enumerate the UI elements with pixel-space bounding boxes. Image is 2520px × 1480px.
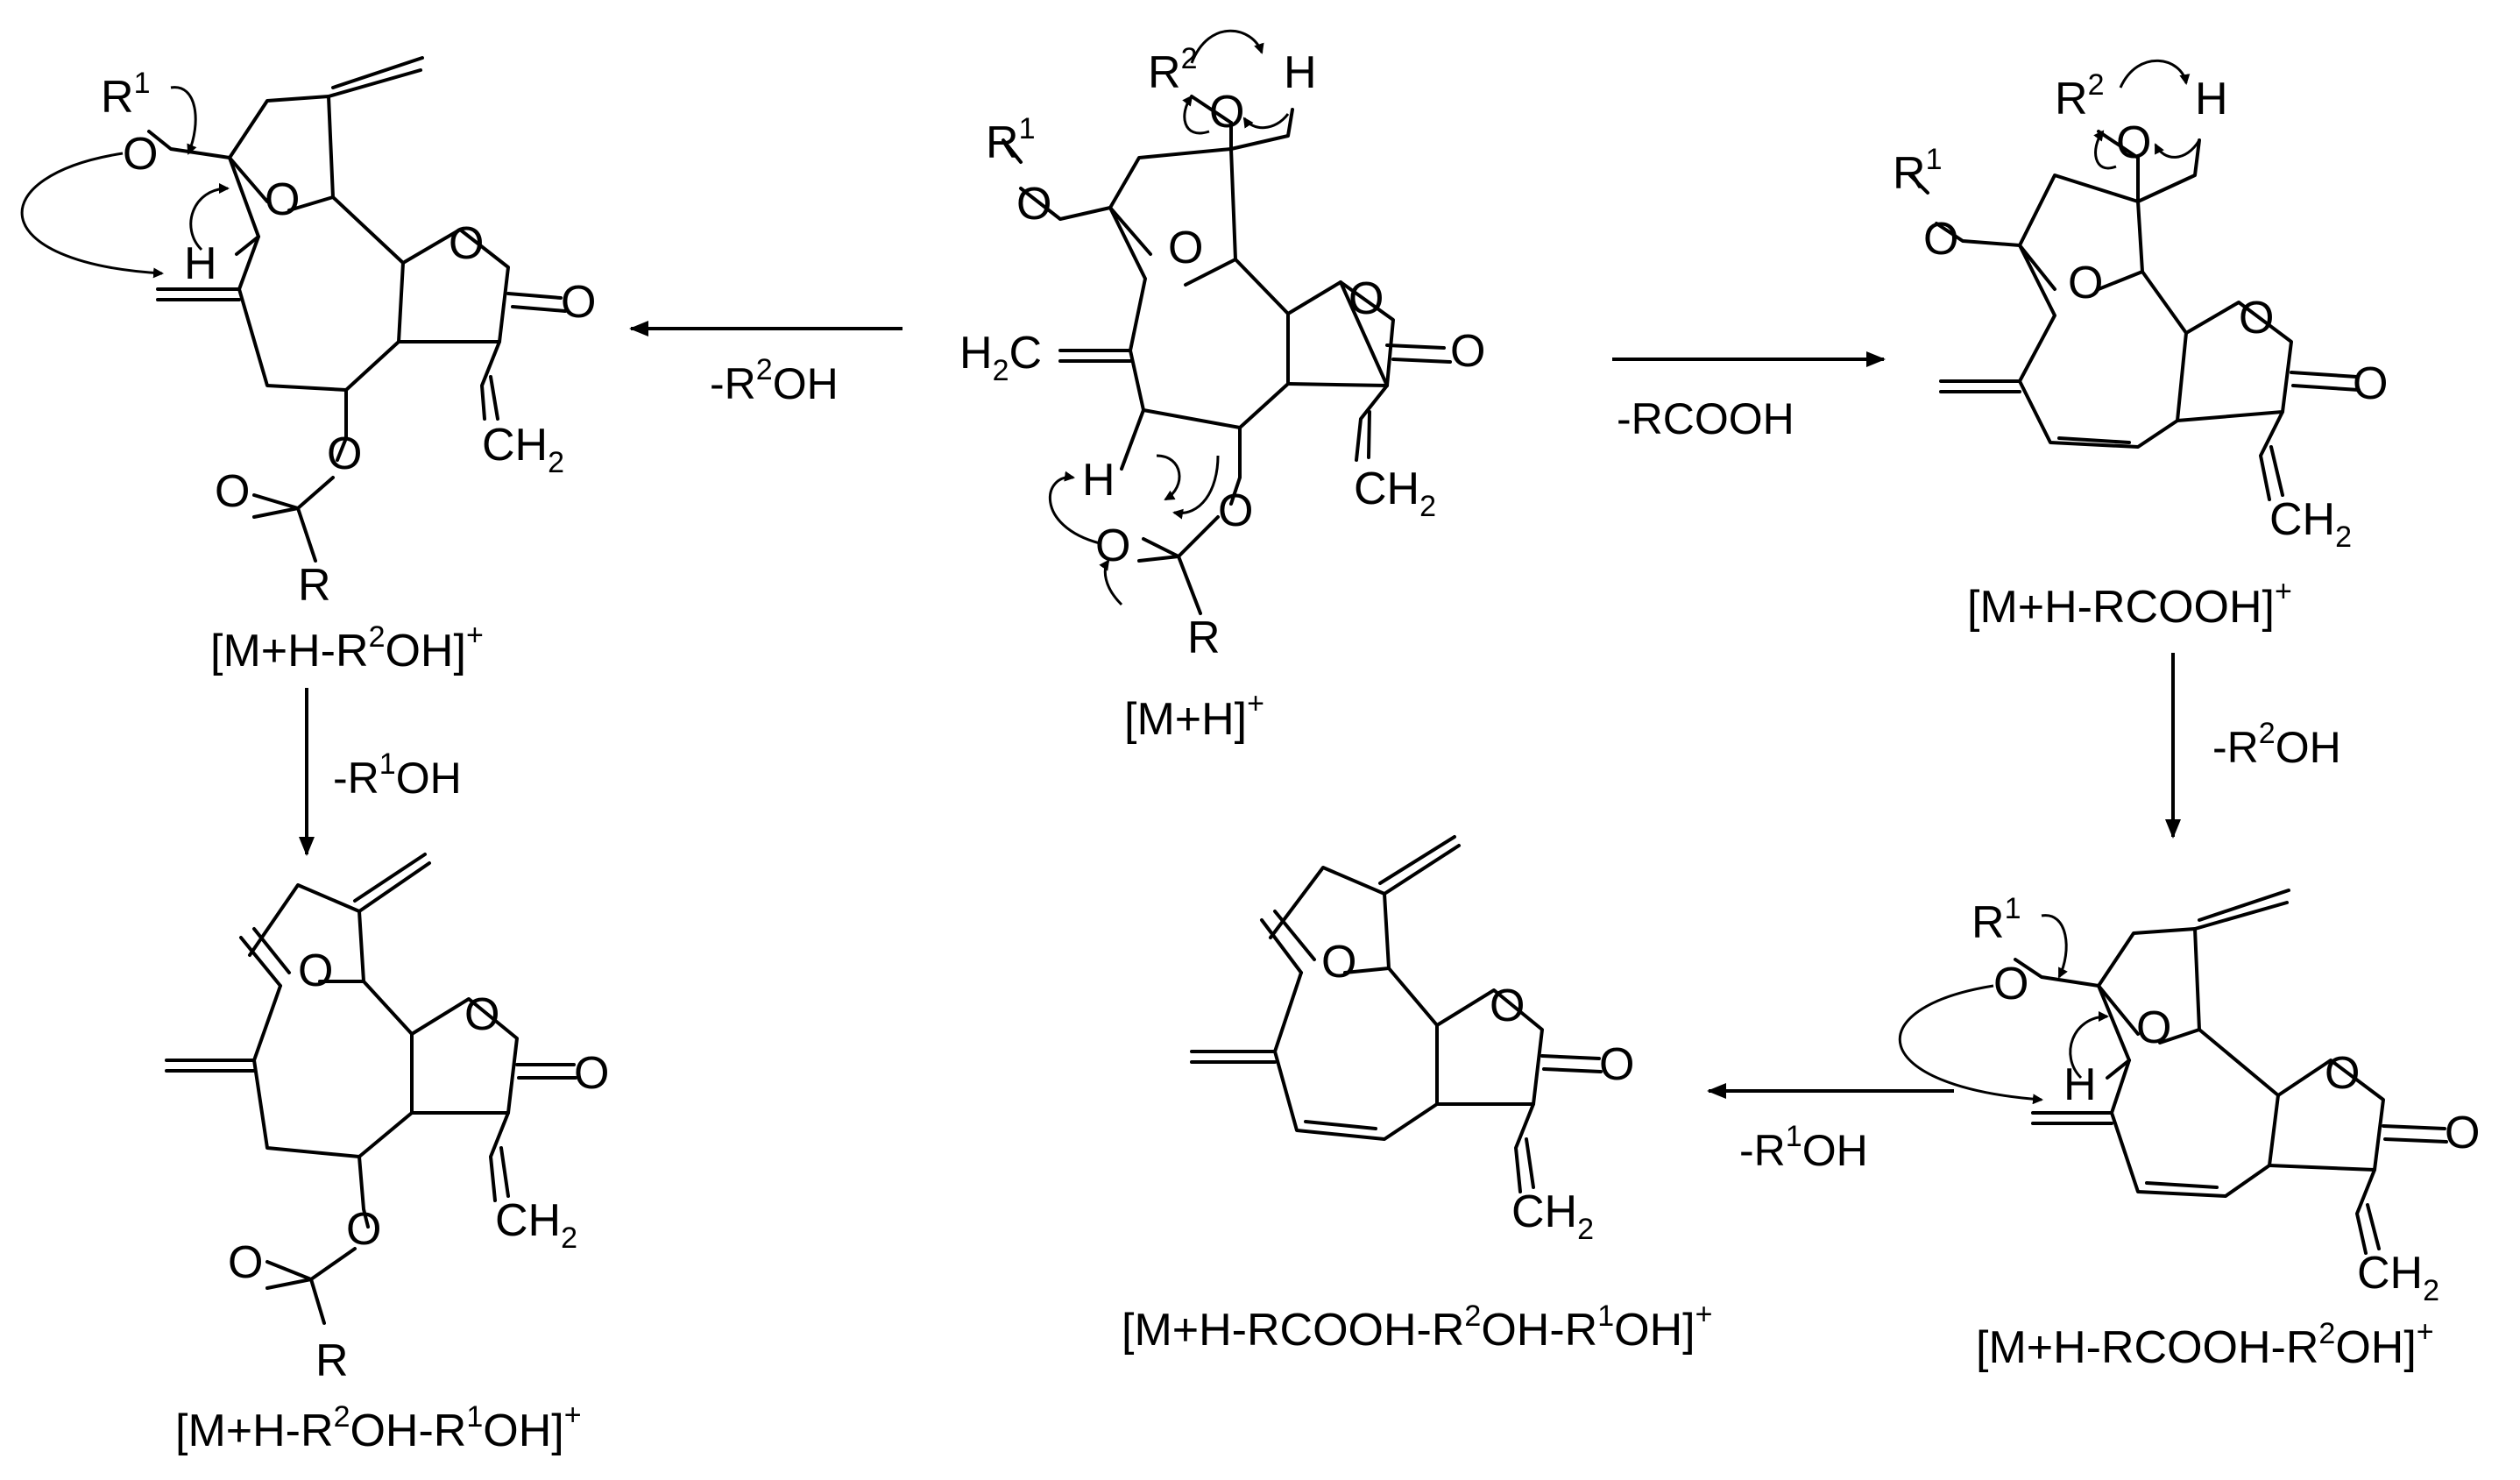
curly-arrow — [1242, 113, 1290, 130]
curly-arrow — [2041, 914, 2068, 979]
structure-m-h-r2oh-r1oh: O O O O O R CH2 [M+H-R2OH-R1OH]+ — [165, 853, 609, 1456]
atom-o-acyl: O — [1095, 520, 1130, 571]
structure-parent-ion: O O O O O R O R1 O R2 H H H2C CH2 [M+H]+ — [959, 29, 1485, 745]
atom-o-lactone-ring: O — [2325, 1048, 2360, 1099]
reaction-left-down: -R1OH — [299, 688, 462, 856]
atom-o-r1: O — [1923, 214, 1958, 265]
structure-m-h-r2oh: O O O O O R O R1 H CH2 [M+H-R2OH]+ — [20, 56, 596, 676]
label-m-h-rcooh-r2oh-r1oh: [M+H-RCOOH-R2OH-R1OH]+ — [1122, 1298, 1712, 1356]
atom-h-top: H — [2195, 74, 2228, 124]
atom-o-acyl: O — [215, 466, 250, 517]
curly-arrow — [1099, 559, 1123, 606]
atom-o-r1: O — [1016, 179, 1051, 230]
atom-r: R — [1187, 613, 1221, 663]
label-m-h-rcooh: [M+H-RCOOH]+ — [1967, 575, 2292, 633]
structure-m-h-rcooh-r2oh: O O O O R1 H CH2 [M+H-RCOOH-R2OH]+ — [1898, 889, 2480, 1373]
atom-o-carbonyl: O — [561, 277, 596, 328]
curly-arrow — [1172, 455, 1220, 520]
reaction-condition: -R1OH — [333, 747, 462, 803]
atom-o-lactone-ring: O — [1490, 981, 1525, 1031]
label-parent-ion: [M+H]+ — [1124, 687, 1264, 745]
atom-o-ester: O — [327, 428, 362, 479]
atom-o-carbonyl: O — [2353, 358, 2388, 409]
curly-arrow — [2119, 59, 2191, 89]
atom-r1: R1 — [1971, 892, 2021, 948]
atom-ch2: CH2 — [2269, 494, 2352, 554]
atom-h: H — [2063, 1059, 2097, 1110]
curly-arrow — [20, 152, 164, 279]
curly-arrow — [2093, 130, 2117, 170]
atom-o-lactone-ring: O — [2239, 293, 2274, 343]
atom-o-bridge: O — [2068, 258, 2103, 308]
atom-r1: R1 — [101, 67, 150, 123]
atom-o-bridge: O — [265, 174, 300, 225]
atom-o-r1: O — [1993, 959, 2028, 1009]
atom-o-lactone-ring: O — [449, 218, 484, 269]
label-m-h-r2oh-r1oh: [M+H-R2OH-R1OH]+ — [175, 1399, 582, 1456]
structure-m-h-rcooh-r2oh-r1oh: O O O CH2 [M+H-RCOOH-R2OH-R1OH]+ — [1122, 835, 1712, 1356]
atom-r2: R2 — [1148, 42, 1197, 98]
atom-h2c: H2C — [959, 328, 1042, 387]
atom-r: R — [315, 1335, 349, 1386]
atom-o-carbonyl: O — [1450, 326, 1485, 377]
curly-arrow — [1156, 454, 1181, 501]
curly-arrow — [1898, 984, 2043, 1105]
atom-o-acyl: O — [228, 1237, 263, 1288]
curly-arrow — [170, 86, 197, 155]
atom-o-ester: O — [346, 1204, 381, 1255]
atom-o-bridge: O — [298, 945, 333, 996]
atom-o-ester: O — [1218, 485, 1253, 536]
reaction-center-to-left: -R2OH — [629, 321, 903, 408]
curly-arrow — [2154, 139, 2201, 159]
reaction-bottom-left: -R1OH — [1707, 1083, 1954, 1175]
curly-arrow — [189, 183, 230, 251]
atom-ch2: CH2 — [1511, 1186, 1594, 1246]
reaction-center-to-right: -RCOOH — [1612, 351, 1886, 443]
atom-o-bridge: O — [1168, 223, 1203, 273]
curly-arrow — [1048, 471, 1101, 545]
reaction-condition: -R1OH — [1739, 1120, 1868, 1175]
atom-o-r2: O — [1209, 87, 1244, 138]
label-m-h-r2oh: [M+H-R2OH]+ — [210, 619, 484, 676]
curly-arrow — [1182, 95, 1210, 135]
atom-ch2: CH2 — [2357, 1248, 2439, 1307]
atom-r1: R1 — [1893, 143, 1942, 199]
atom-h: H — [184, 238, 217, 289]
atom-o-r2: O — [2116, 117, 2151, 168]
curly-arrow — [2069, 1011, 2109, 1080]
atom-o-bridge: O — [1321, 937, 1356, 988]
atom-o-bridge: O — [2136, 1002, 2171, 1053]
reaction-condition: -RCOOH — [1617, 394, 1794, 443]
reaction-condition: -R2OH — [2212, 717, 2341, 772]
reaction-right-down: -R2OH — [2165, 653, 2341, 839]
atom-r1: R1 — [986, 112, 1035, 168]
atom-o-r1: O — [123, 129, 158, 180]
atom-ch2: CH2 — [495, 1195, 577, 1255]
atom-r2: R2 — [2055, 68, 2104, 124]
label-m-h-rcooh-r2oh: [M+H-RCOOH-R2OH]+ — [1976, 1315, 2434, 1373]
atom-o-lactone-ring: O — [1348, 273, 1384, 324]
atom-o-lactone-ring: O — [464, 989, 499, 1040]
structure-m-h-rcooh: O O O O R1 O R2 H CH2 [M+H-RCOOH]+ — [1893, 59, 2388, 633]
atom-ch2: CH2 — [482, 420, 564, 479]
atom-h-lower: H — [1082, 455, 1115, 506]
atom-o-carbonyl: O — [574, 1048, 609, 1099]
atom-o-carbonyl: O — [2445, 1108, 2480, 1158]
atom-h-top: H — [1284, 47, 1317, 98]
atom-o-carbonyl: O — [1599, 1039, 1634, 1090]
atom-ch2: CH2 — [1354, 464, 1436, 523]
atom-r: R — [298, 560, 331, 611]
reaction-condition: -R2OH — [710, 353, 839, 408]
curly-arrow — [1190, 29, 1264, 64]
